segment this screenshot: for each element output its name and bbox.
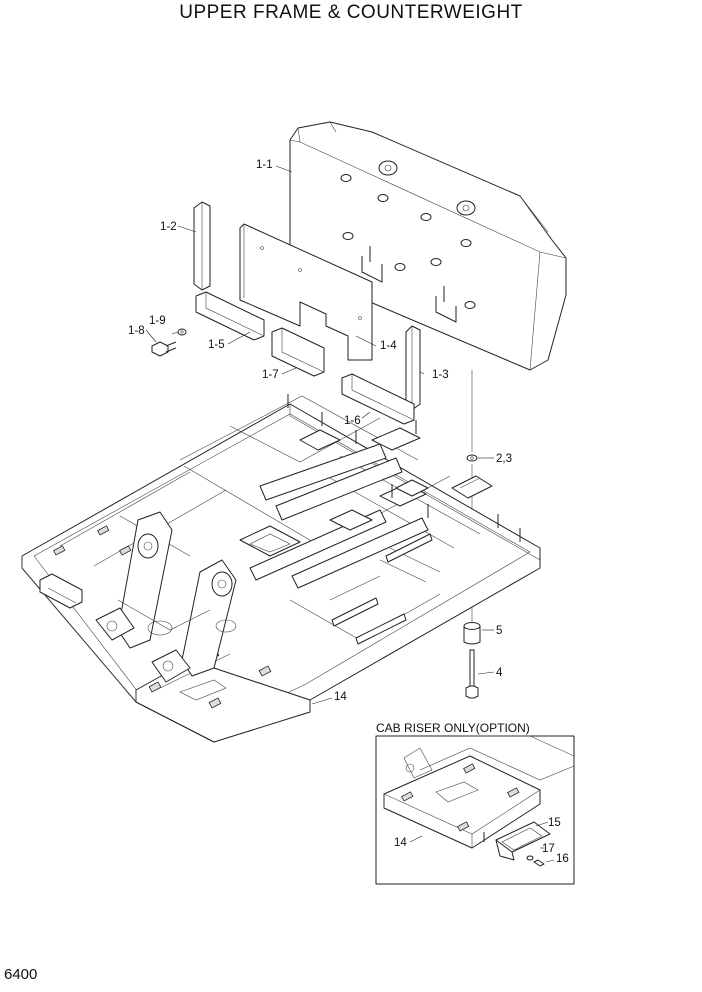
page-title: UPPER FRAME & COUNTERWEIGHT (179, 2, 523, 23)
cab-riser-inset: CAB RISER ONLY(OPTION) 15 17 16 14 (375, 721, 575, 885)
callout-1-3: 1-3 (432, 369, 449, 381)
callout-15: 15 (548, 817, 561, 829)
counterweight (289, 121, 567, 371)
callout-17: 17 (542, 843, 555, 855)
spacer-5 (463, 622, 481, 645)
plate-1-4 (239, 223, 373, 361)
plate-1-2 (193, 201, 211, 291)
bar-1-5 (195, 291, 265, 341)
washer-2-3 (466, 454, 478, 462)
callout-1-9: 1-9 (149, 315, 166, 327)
plate-1-7 (271, 327, 325, 377)
callout-5: 5 (496, 625, 502, 637)
callout-2-3: 2,3 (496, 453, 512, 465)
callout-14: 14 (334, 691, 347, 703)
callout-16: 16 (556, 853, 569, 865)
leader-lines (145, 165, 495, 705)
callout-1-2: 1-2 (160, 221, 177, 233)
callout-1-1: 1-1 (256, 159, 273, 171)
callout-4: 4 (496, 667, 503, 679)
callout-1-8: 1-8 (128, 325, 145, 337)
callout-1-6: 1-6 (344, 415, 361, 427)
callout-1-5: 1-5 (208, 339, 225, 351)
bolt-4 (465, 649, 479, 699)
page-number: 6400 (4, 966, 38, 983)
callout-1-4: 1-4 (380, 340, 397, 352)
plate-1-3 (405, 325, 421, 411)
bar-1-6 (341, 373, 415, 425)
inset-title: CAB RISER ONLY(OPTION) (376, 721, 530, 735)
callout-14-inset: 14 (394, 837, 407, 849)
bolt-1-8 (151, 341, 177, 357)
upper-frame (21, 394, 541, 743)
washer-1-9 (177, 328, 187, 336)
callout-1-7: 1-7 (262, 369, 279, 381)
